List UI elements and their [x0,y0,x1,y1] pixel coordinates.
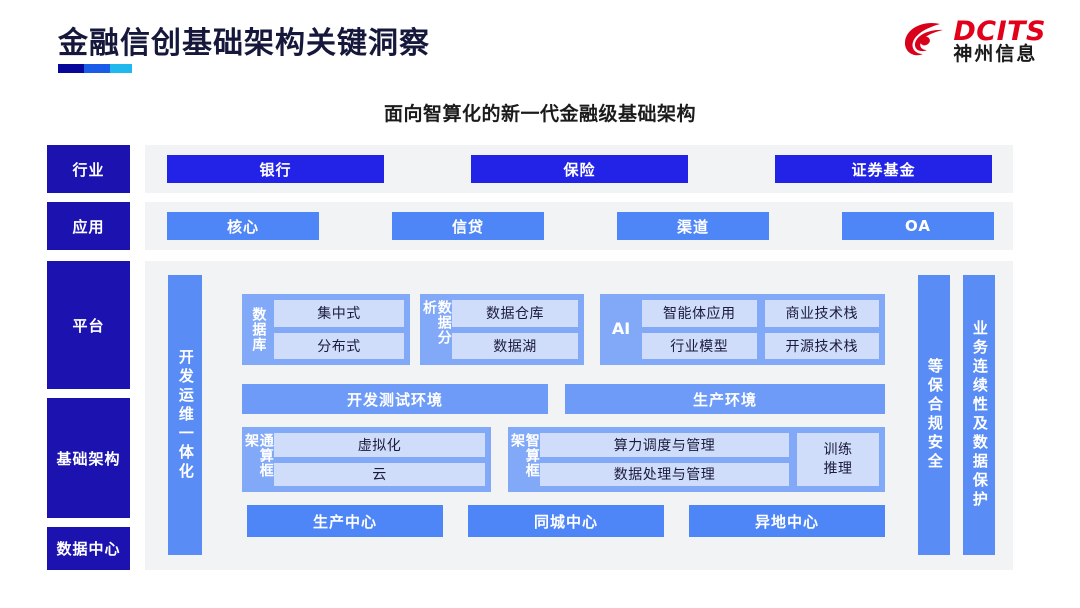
vbar-devops[interactable]: 开发运维一体化 [168,275,202,555]
env-chip-production[interactable]: 生产环境 [565,384,885,414]
chip-label: 生产环境 [692,390,757,409]
page-title: 金融信创基础架构关键洞察 [58,26,430,61]
chip-label: 证券基金 [851,160,916,179]
application-chip-channel[interactable]: 渠道 [617,212,769,240]
subchip-commercial-tech-stack[interactable]: 商业技术栈 [764,300,879,327]
subchip-opensource-tech-stack[interactable]: 开源技术栈 [764,332,879,359]
group-label: 智算框架 [509,433,540,478]
group-general-compute-framework[interactable]: 通算框架 虚拟化 云 [242,427,491,492]
chip-label: 开发测试环境 [346,390,443,409]
industry-chip-insurance[interactable]: 保险 [471,155,688,183]
subchip-data-warehouse[interactable]: 数据仓库 [452,300,578,327]
group-label: 通算框架 [243,433,274,478]
sidebar-item-platform[interactable]: 平台 [47,261,130,389]
group-ai[interactable]: AI 智能体应用 行业模型 商业技术栈 开源技术栈 [600,294,885,365]
sidebar-item-application[interactable]: 应用 [47,202,130,250]
center-chip-production[interactable]: 生产中心 [247,505,443,537]
group-label: AI [611,319,631,339]
group-data-analytics[interactable]: 数据分析 数据仓库 数据湖 [420,294,584,365]
chip-label: 同城中心 [533,512,598,531]
chip-label: 银行 [259,160,292,179]
group-label: 数据分析 [421,300,452,345]
sidebar-label: 数据中心 [56,540,121,558]
subchip-compute-scheduling[interactable]: 算力调度与管理 [540,433,789,457]
chip-label: 生产中心 [312,512,377,531]
chip-label: 异地中心 [754,512,819,531]
application-chip-core[interactable]: 核心 [167,212,319,240]
brand-logo: DCITS 神州信息 [902,18,1046,64]
industry-chip-securities-funds[interactable]: 证券基金 [775,155,992,183]
sidebar-item-infrastructure[interactable]: 基础架构 [47,398,130,518]
vbar-label: 业务连续性及数据保护 [970,320,989,510]
logo-en-text: DCITS [953,16,1046,47]
logo-cn-text: 神州信息 [953,43,1038,65]
env-chip-dev-test[interactable]: 开发测试环境 [242,384,548,414]
chip-label: 保险 [563,160,596,179]
center-chip-remote[interactable]: 异地中心 [689,505,885,537]
sidebar-item-datacenter[interactable]: 数据中心 [47,527,130,570]
application-chip-oa[interactable]: OA [842,212,994,240]
sidebar-label: 行业 [72,160,105,179]
group-database[interactable]: 数据库 集中式 分布式 [242,294,410,365]
subchip-virtualization[interactable]: 虚拟化 [274,433,485,457]
subchip-cloud[interactable]: 云 [274,462,485,486]
vbar-compliance-security[interactable]: 等保合规安全 [918,275,950,555]
swoosh-logo-icon [902,18,946,64]
header: 金融信创基础架构关键洞察 DCITS 神州信息 [0,0,1080,88]
application-chip-credit[interactable]: 信贷 [392,212,544,240]
sidebar-item-industry[interactable]: 行业 [47,145,130,193]
subchip-data-lake[interactable]: 数据湖 [452,332,578,359]
subchip-agent-applications[interactable]: 智能体应用 [642,300,757,327]
center-chip-metro[interactable]: 同城中心 [468,505,664,537]
vbar-business-continuity-data-protection[interactable]: 业务连续性及数据保护 [963,275,995,555]
subchip-data-processing[interactable]: 数据处理与管理 [540,462,789,486]
infer-label: 推理 [823,460,853,477]
vbar-label: 等保合规安全 [925,358,944,472]
group-intelligent-compute-framework[interactable]: 智算框架 算力调度与管理 数据处理与管理 训练 推理 [508,427,885,492]
subchip-distributed[interactable]: 分布式 [274,332,404,359]
sidebar-label: 应用 [72,217,105,236]
subchip-industry-models[interactable]: 行业模型 [642,332,757,359]
industry-chip-bank[interactable]: 银行 [167,155,384,183]
chip-label: OA [905,217,931,235]
sidebar-label: 基础架构 [56,449,121,468]
subchip-train-infer[interactable]: 训练 推理 [797,433,879,486]
group-label: 数据库 [250,307,267,352]
sidebar-label: 平台 [72,316,105,335]
title-underline-bar [58,64,132,73]
train-label: 训练 [823,441,853,458]
chip-label: 信贷 [451,217,484,236]
diagram-subtitle: 面向智算化的新一代金融级基础架构 [383,103,696,125]
chip-label: 渠道 [676,217,709,236]
vbar-label: 开发运维一体化 [176,348,195,482]
subchip-centralized[interactable]: 集中式 [274,300,404,327]
chip-label: 核心 [226,217,259,236]
